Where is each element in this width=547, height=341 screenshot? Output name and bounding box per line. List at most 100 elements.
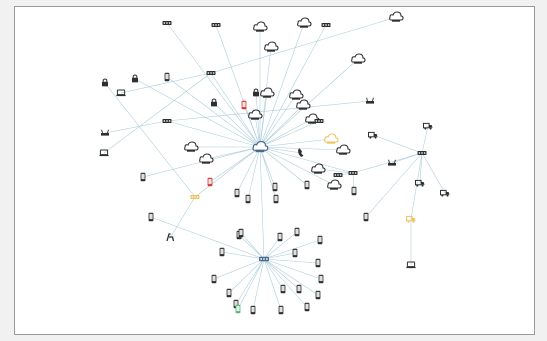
edge-core-n24	[259, 138, 332, 148]
edge-sub-n47	[238, 234, 265, 260]
edge-n9-n40	[103, 72, 212, 154]
edge-sub-n63	[252, 258, 265, 311]
node-n3-cloud-icon[interactable]	[253, 21, 268, 32]
node-n32-phone-icon[interactable]	[273, 194, 279, 204]
node-n12-laptop-icon[interactable]	[116, 89, 126, 97]
node-n6-cloud-icon[interactable]	[264, 41, 279, 52]
node-n72-phone-icon[interactable]	[294, 227, 300, 237]
node-n63-phone-icon[interactable]	[250, 305, 256, 315]
node-n46-phone-icon[interactable]	[148, 212, 154, 222]
node-n69-phone-icon[interactable]	[235, 304, 241, 314]
node-n8-cloud-icon[interactable]	[351, 53, 366, 64]
edge-n34-n42	[352, 152, 423, 174]
node-n74-phone-icon[interactable]	[280, 284, 286, 294]
node-n49-truck-icon[interactable]	[368, 131, 378, 139]
diagram-frame	[14, 6, 535, 335]
edge-sub-n67	[263, 258, 322, 280]
node-n42-switch-icon[interactable]	[417, 151, 427, 155]
node-n1-switch-icon[interactable]	[162, 21, 172, 25]
edge-core-n2	[215, 24, 261, 148]
node-n18-lock-icon[interactable]	[253, 88, 259, 97]
node-n59-phone-icon[interactable]	[219, 247, 225, 257]
node-n40-laptop-icon[interactable]	[99, 149, 109, 157]
node-n58-phone-icon[interactable]	[238, 228, 244, 238]
node-n19-switch-icon[interactable]	[162, 119, 172, 123]
node-n65-phone-icon[interactable]	[304, 302, 310, 312]
node-n57-signal-icon[interactable]	[166, 233, 175, 242]
edge-n9-n12	[120, 72, 212, 94]
node-n14-cloud-icon[interactable]	[260, 87, 275, 98]
node-n68-phone-icon[interactable]	[315, 258, 321, 268]
node-n24-cloud-icon[interactable]	[324, 133, 339, 144]
node-n36-switch-icon[interactable]	[190, 195, 200, 199]
node-n64-phone-icon[interactable]	[278, 305, 284, 315]
edge-n42-n49	[372, 134, 423, 154]
node-n26-cloud-icon[interactable]	[327, 179, 342, 190]
node-n70-phone-icon[interactable]	[292, 248, 298, 258]
edge-sub-n74	[263, 258, 284, 290]
node-n38-router-icon[interactable]	[388, 159, 396, 166]
node-sub-switch-icon[interactable]	[259, 256, 269, 262]
edge-core-n29	[236, 146, 261, 194]
edge-core-n34	[259, 146, 354, 174]
node-n51-switch-icon[interactable]	[333, 173, 343, 177]
node-n16-cloud-icon[interactable]	[289, 89, 304, 100]
node-n30-phone-icon[interactable]	[245, 194, 251, 204]
node-n44-truck-icon[interactable]	[415, 179, 425, 187]
node-n9-switch-icon[interactable]	[206, 71, 216, 75]
node-n50-router-icon[interactable]	[366, 97, 374, 104]
node-n15-phone-icon[interactable]	[241, 100, 247, 110]
node-n75-phone-icon[interactable]	[296, 284, 302, 294]
node-n48-truck-icon[interactable]	[406, 215, 416, 223]
node-n25-deskphone-icon[interactable]	[298, 148, 304, 157]
node-n66-phone-icon[interactable]	[315, 290, 321, 300]
node-n21-router-icon[interactable]	[101, 129, 109, 136]
node-n67-phone-icon[interactable]	[318, 274, 324, 284]
edge-core-n36	[194, 146, 261, 198]
node-n41-laptop-icon[interactable]	[406, 261, 416, 269]
edge-sub-n64	[263, 258, 282, 311]
node-n13-lock-icon[interactable]	[211, 98, 217, 107]
node-n11-phone-icon[interactable]	[164, 72, 170, 82]
network-graph[interactable]	[15, 7, 536, 336]
node-n37-phone-icon[interactable]	[351, 186, 357, 196]
node-n71-phone-icon[interactable]	[317, 235, 323, 245]
node-n73-phone-icon[interactable]	[277, 232, 283, 242]
edge-sub-n69	[237, 258, 265, 310]
node-n22-cloud-icon[interactable]	[184, 141, 199, 152]
node-n17-cloud-icon[interactable]	[296, 99, 311, 110]
node-n56-lock-icon[interactable]	[102, 78, 108, 87]
node-n20-cloud-icon[interactable]	[199, 153, 214, 164]
node-n5-switch-icon[interactable]	[321, 23, 331, 27]
node-layer	[99, 11, 450, 315]
node-n33-phone-icon[interactable]	[304, 180, 310, 190]
edge-core-n54	[259, 120, 320, 148]
edge-core-n9	[210, 72, 261, 148]
edge-core-n13	[213, 102, 261, 148]
edge-sub-n62	[235, 258, 265, 305]
node-n54-switch-icon[interactable]	[314, 119, 324, 123]
node-n29-phone-icon[interactable]	[234, 188, 240, 198]
node-n4-cloud-icon[interactable]	[297, 17, 312, 28]
node-n61-phone-icon[interactable]	[226, 288, 232, 298]
node-n39-phone-icon[interactable]	[363, 212, 369, 222]
node-n10-lock-icon[interactable]	[132, 74, 138, 83]
node-n2-switch-icon[interactable]	[211, 23, 221, 27]
edge-core-n4	[259, 22, 305, 148]
node-n60-phone-icon[interactable]	[211, 274, 217, 284]
node-n34-switch-icon[interactable]	[348, 171, 358, 175]
node-n28-phone-icon[interactable]	[140, 172, 146, 182]
node-core-cloud-icon[interactable]	[252, 140, 269, 153]
node-n23-cloud-icon[interactable]	[248, 109, 263, 120]
node-n31-phone-icon[interactable]	[272, 182, 278, 192]
edge-n19-n50	[166, 100, 371, 122]
edge-sub-n59	[221, 251, 265, 260]
edge-core-n19	[166, 120, 261, 148]
node-n43-truck-icon[interactable]	[423, 122, 433, 130]
edge-sub-n65	[263, 258, 308, 308]
node-n27-phone-icon[interactable]	[207, 177, 213, 187]
node-n53-cloud-icon[interactable]	[311, 163, 326, 174]
node-n45-truck-icon[interactable]	[440, 189, 450, 197]
node-n55-cloud-icon[interactable]	[336, 144, 351, 155]
node-n52-cloud-icon[interactable]	[389, 11, 404, 22]
